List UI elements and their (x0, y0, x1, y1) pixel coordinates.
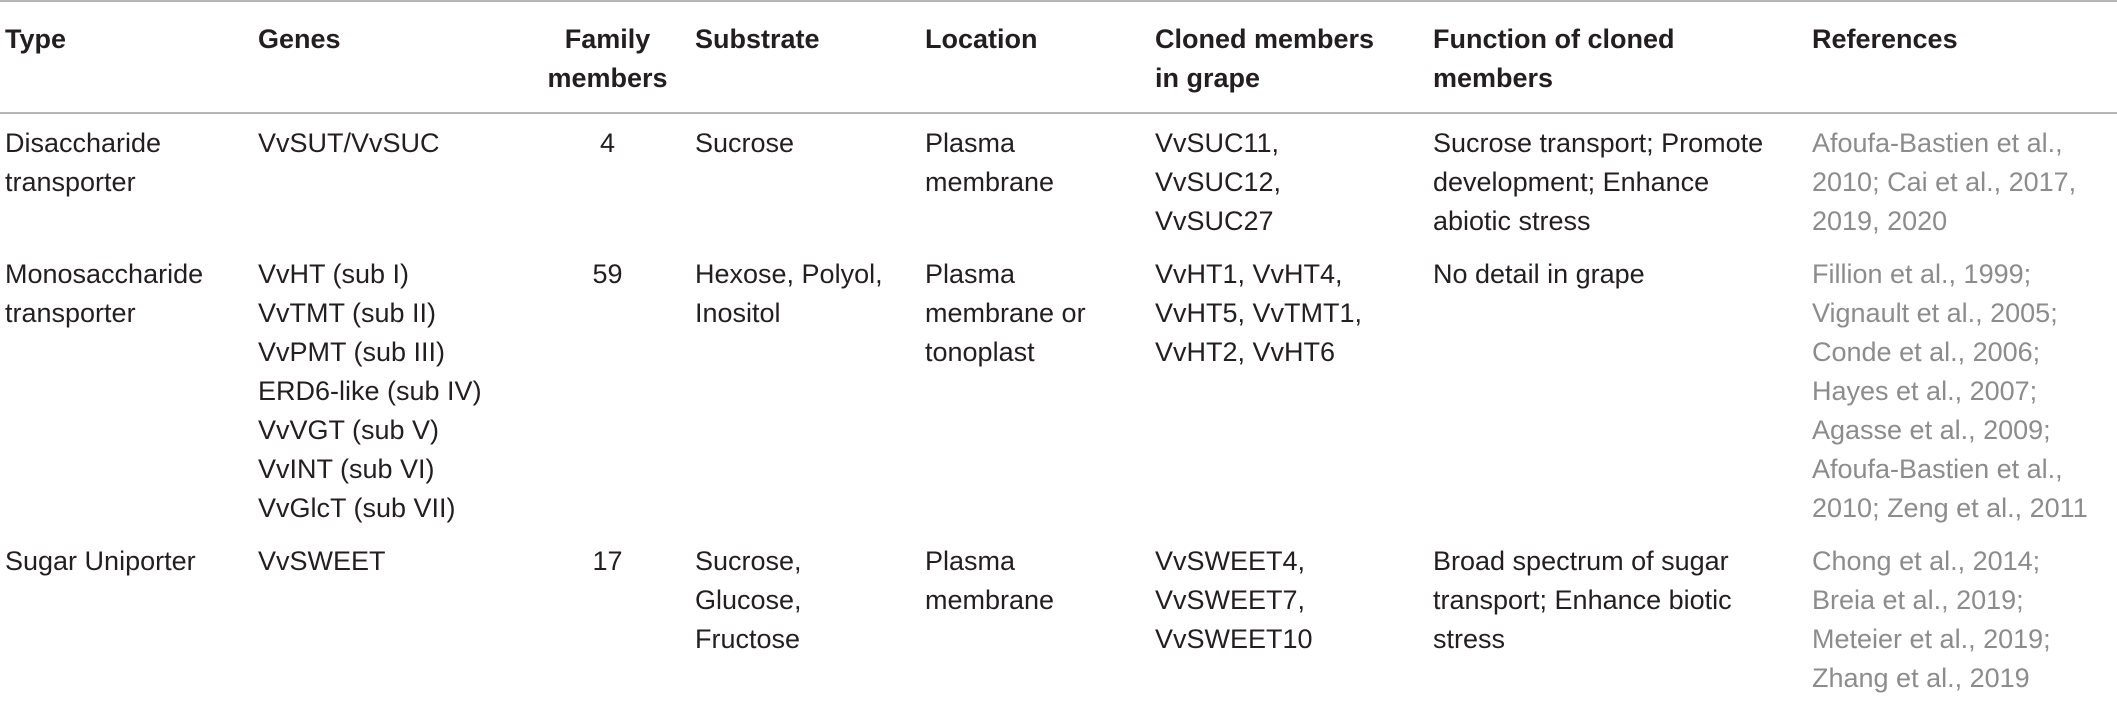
header-row: Type Genes Family members Substrate Loca… (0, 1, 2117, 113)
header-location: Location (925, 24, 1038, 54)
cell-location: Plasma membrane (925, 546, 1055, 615)
header-references: References (1812, 24, 1958, 54)
cell-type: Sugar Uniporter (5, 546, 196, 576)
cell-genes: VvSWEET (258, 546, 386, 576)
cell-genes: VvHT (sub I) VvTMT (sub II) VvPMT (sub I… (258, 259, 482, 523)
cell-substrate: Sucrose (695, 128, 795, 158)
cell-cloned-members: VvSUC11, VvSUC12, VvSUC27 (1155, 128, 1282, 236)
table-row-disaccharide: Disaccharide transporter VvSUT/VvSUC 4 S… (0, 113, 2117, 245)
header-cloned-members: Cloned members in grape (1155, 24, 1375, 93)
header-type: Type (5, 24, 67, 54)
cell-substrate: Sucrose, Glucose, Fructose (695, 546, 802, 654)
table-row-monosaccharide: Monosaccharide transporter VvHT (sub I) … (0, 245, 2117, 532)
cell-cloned-members: VvHT1, VvHT4, VvHT5, VvTMT1, VvHT2, VvHT… (1155, 259, 1363, 367)
cell-cloned-members: VvSWEET4, VvSWEET7, VvSWEET10 (1155, 546, 1313, 654)
table-body: Disaccharide transporter VvSUT/VvSUC 4 S… (0, 113, 2117, 702)
cell-substrate: Hexose, Polyol, Inositol (695, 259, 883, 328)
cell-references[interactable]: Afoufa-Bastien et al., 2010; Cai et al.,… (1812, 128, 2077, 236)
cell-family-members: 4 (599, 128, 616, 158)
table-row-sugar-uniporter: Sugar Uniporter VvSWEET 17 Sucrose, Gluc… (0, 532, 2117, 702)
cell-function: Broad spectrum of sugar transport; Enhan… (1433, 546, 1732, 654)
header-family-members: Family members (547, 24, 668, 93)
cell-family-members: 59 (592, 259, 623, 289)
header-substrate: Substrate (695, 24, 820, 54)
cell-location: Plasma membrane or tonoplast (925, 259, 1086, 367)
cell-type: Monosaccharide transporter (5, 259, 204, 328)
header-function: Function of cloned members (1433, 24, 1675, 93)
cell-genes: VvSUT/VvSUC (258, 128, 440, 158)
cell-type: Disaccharide transporter (5, 128, 162, 197)
header-genes: Genes (258, 24, 341, 54)
cell-references[interactable]: Fillion et al., 1999; Vignault et al., 2… (1812, 259, 2088, 523)
cell-function: No detail in grape (1433, 259, 1645, 289)
cell-references[interactable]: Chong et al., 2014; Breia et al., 2019; … (1812, 546, 2051, 693)
cell-location: Plasma membrane (925, 128, 1055, 197)
cell-family-members: 17 (592, 546, 623, 576)
cell-function: Sucrose transport; Promote development; … (1433, 128, 1764, 236)
table-header: Type Genes Family members Substrate Loca… (0, 1, 2117, 113)
